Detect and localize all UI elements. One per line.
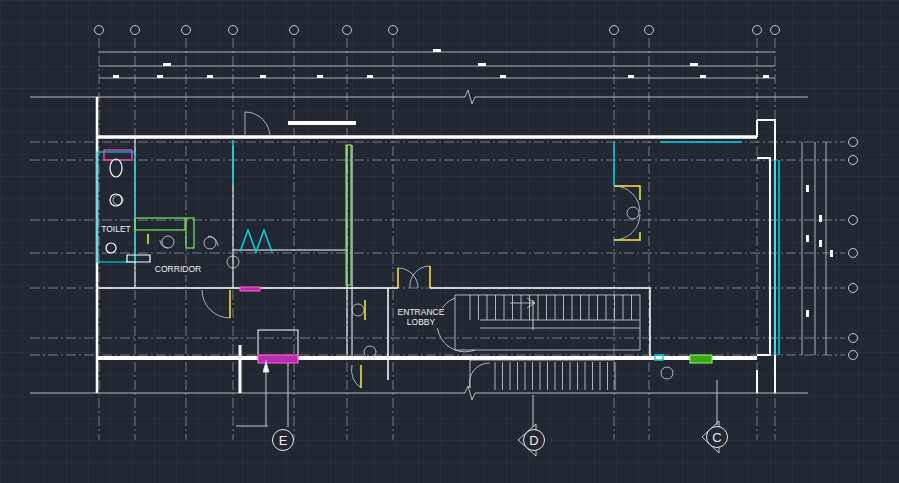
stair-tread (478, 295, 479, 320)
section-marker: C (706, 426, 728, 448)
room-label: CORRIDOR (154, 265, 202, 275)
stair-tread (540, 362, 541, 390)
stair-tread (525, 362, 526, 390)
stair-tread (555, 362, 556, 390)
stair-tread (592, 362, 593, 390)
section-letter: D (529, 434, 538, 447)
stair-tread (538, 295, 539, 320)
room-label: TOILET (100, 225, 132, 235)
stair-tread (495, 362, 496, 390)
stair-tread (600, 362, 601, 390)
stair-tread (470, 295, 471, 320)
stair-tread (631, 295, 632, 320)
stair-tread (585, 362, 586, 390)
stair-tread (597, 295, 598, 320)
room-label: ENTRANCE LOBBY (395, 308, 447, 328)
section-letter: C (712, 431, 721, 444)
stair-tread (563, 295, 564, 320)
stair-tread (546, 295, 547, 320)
stair-tread (615, 362, 616, 390)
stair-tread (529, 295, 530, 320)
section-marker: E (272, 429, 294, 451)
stair-tread (572, 295, 573, 320)
stair-tread (589, 295, 590, 320)
stair-tread (510, 362, 511, 390)
stair-tread (577, 362, 578, 390)
stair-tread (623, 295, 624, 320)
section-letter: E (279, 434, 288, 447)
stair-tread (495, 295, 496, 320)
stair-tread (512, 295, 513, 320)
stair-tread (562, 362, 563, 390)
stair-tread (517, 362, 518, 390)
stair-tread (614, 295, 615, 320)
stair-tread (555, 295, 556, 320)
stair-tread (607, 362, 608, 390)
stair-tread (521, 295, 522, 320)
stair-tread (580, 295, 581, 320)
stair-tread (487, 295, 488, 320)
stair-tread (502, 362, 503, 390)
stair-tread (547, 362, 548, 390)
stair-tread (504, 295, 505, 320)
stair-tread (606, 295, 607, 320)
stair-tread (570, 362, 571, 390)
stair-tread (532, 362, 533, 390)
section-marker: D (523, 429, 545, 451)
